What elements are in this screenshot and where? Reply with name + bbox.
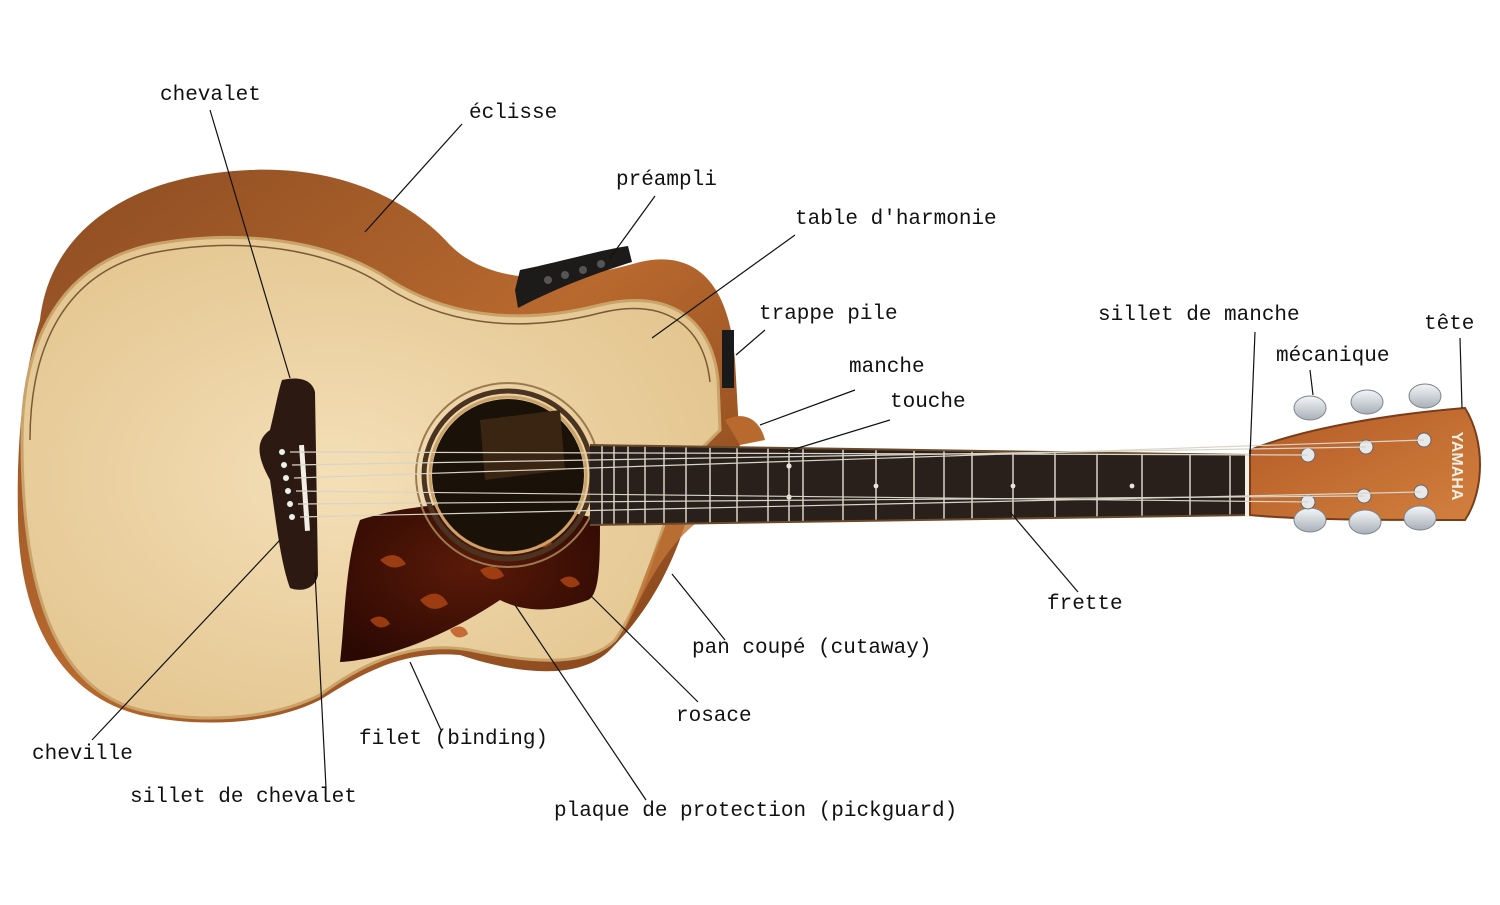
label-cheville: cheville bbox=[32, 743, 133, 766]
label-tete: tête bbox=[1424, 313, 1475, 336]
preamp bbox=[515, 246, 632, 308]
strings bbox=[289, 439, 1425, 518]
label-eclisse: éclisse bbox=[469, 102, 558, 125]
label-sillet-de-chevalet: sillet de chevalet bbox=[130, 786, 357, 809]
bridge-pins bbox=[278, 448, 296, 521]
brand-logo: YAMAHA bbox=[1448, 432, 1465, 501]
nut bbox=[1245, 453, 1251, 517]
battery-hatch bbox=[722, 330, 734, 388]
label-manche: manche bbox=[849, 356, 925, 379]
label-sillet-de-manche: sillet de manche bbox=[1098, 304, 1300, 327]
label-frette: frette bbox=[1047, 593, 1123, 616]
label-plaque-protection: plaque de protection (pickguard) bbox=[554, 800, 958, 823]
leader-lines bbox=[91, 109, 1463, 801]
label-mecanique: mécanique bbox=[1276, 345, 1390, 368]
label-table-harmonie: table d'harmonie bbox=[795, 208, 997, 231]
label-preampli: préampli bbox=[616, 169, 717, 192]
label-pan-coupe: pan coupé (cutaway) bbox=[692, 637, 932, 660]
label-filet: filet (binding) bbox=[359, 728, 549, 751]
rosette bbox=[415, 382, 601, 568]
label-touche: touche bbox=[890, 391, 966, 414]
neck bbox=[589, 416, 1251, 526]
bridge-saddle bbox=[299, 444, 310, 532]
fret-markers bbox=[786, 463, 1135, 500]
label-trappe-pile: trappe pile bbox=[759, 303, 898, 326]
tuners bbox=[1293, 383, 1442, 535]
label-chevalet: chevalet bbox=[160, 84, 261, 107]
bridge bbox=[259, 378, 318, 590]
label-rosace: rosace bbox=[676, 705, 752, 728]
